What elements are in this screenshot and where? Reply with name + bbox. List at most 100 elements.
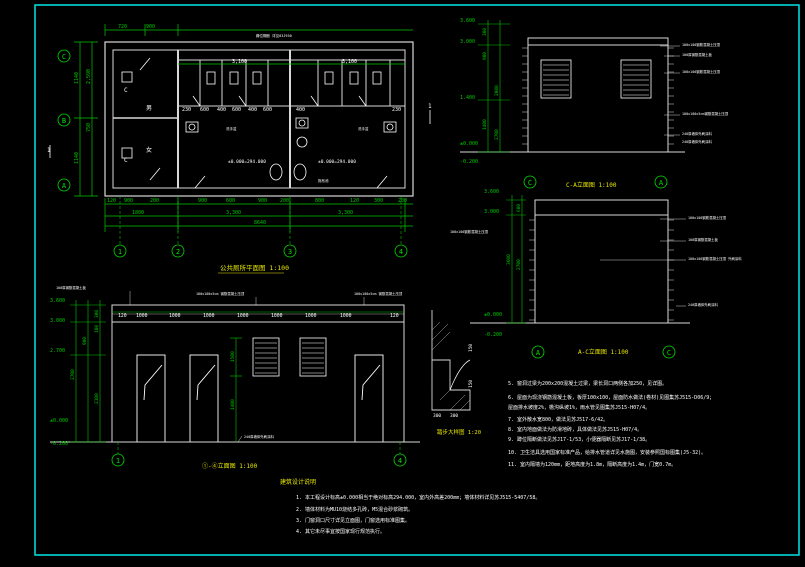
e14-callout-3: 100x100x5cm 钢筋混凝土压顶 — [354, 291, 403, 296]
ac-level-2: 3.000 — [484, 209, 499, 215]
e14-axis-4: 4 — [398, 457, 402, 465]
ca-callout-2: 100厚钢筋混凝土板 — [682, 52, 712, 57]
bottom-small-5: 600 — [226, 198, 235, 204]
note-9: 9. 蹲位隔断做法见苏J17-1/53，小便器隔断见苏J17-1/38。 — [508, 436, 650, 443]
ac-callout-5: 240厚墙体外刷涂料 — [688, 302, 718, 307]
plan-inner-dims: 230 600 400 600 400 600 400 230 — [182, 107, 401, 113]
note-6: 6. 屋面为现浇钢筋混凝土板，板厚100x100，屋面防水做法(卷材)见图集苏J… — [508, 394, 714, 401]
stair-dim-4: 150 — [468, 380, 474, 388]
section-mark-lines — [49, 110, 431, 158]
squat-pan-icons — [206, 71, 382, 85]
stair-dims: 300 300 150 150 — [433, 344, 474, 419]
elev-ac-parapet — [534, 199, 669, 216]
design-note-3: 3. 门窗洞口尺寸详见立面图，门窗选用标准图集。 — [296, 517, 410, 524]
plan-axis-4: 4 — [399, 248, 403, 256]
elev-ac-axes: A C — [536, 349, 671, 357]
elevation-1-4: 120 1000 1000 1000 1000 1000 1000 1000 1… — [50, 285, 420, 470]
e14-top-dim-9: 120 — [390, 313, 399, 319]
elev-14-axes: 1 4 — [116, 457, 402, 465]
ca-callout-3: 100x100钢筋混凝土压顶 — [682, 69, 721, 74]
elev-14-leaders — [129, 291, 365, 443]
room-label-c1: C — [124, 87, 128, 94]
e14-level-1: 3.600 — [50, 298, 65, 304]
plan-total-dim-4: 8640 — [254, 220, 266, 226]
stair-outline — [431, 310, 471, 411]
e14-level-2: 3.000 — [50, 318, 65, 324]
louvre-slats-ca — [543, 64, 649, 96]
bottom-small-1: 120 — [107, 198, 116, 204]
room-label-c2: C — [124, 157, 128, 164]
callout-stall-partition: 蹲位隔断 详见03J930 — [256, 33, 292, 38]
ca-axis-a: A — [659, 179, 664, 187]
inner-dim-7: 400 — [296, 107, 305, 113]
elev-ac-levels: 3.600 3.000 ±0.000 -0.200 — [484, 189, 502, 338]
e14-callout-4: 240厚墙体外刷涂料 — [244, 434, 274, 439]
ca-level-5: -0.200 — [460, 159, 478, 165]
ca-vdim-4: 1400 — [482, 119, 488, 130]
bottom-small-3: 200 — [150, 198, 159, 204]
design-note-2: 2. 墙体材料为MU10烧结多孔砖，M5混合砂浆砌筑。 — [296, 506, 413, 513]
ac-callout-2: 100x100钢筋混凝土压顶 — [688, 215, 727, 220]
e14-vdim-6: 100 — [94, 325, 100, 333]
inner-dim-5: 400 — [248, 107, 257, 113]
e14-vdim-2: 900 — [82, 337, 88, 345]
louvre-window-left — [540, 59, 572, 99]
inner-dim-4: 600 — [232, 107, 241, 113]
bottom-small-6: 900 — [258, 198, 267, 204]
e14-top-dim-3: 1000 — [169, 313, 181, 319]
section-mark-right: 1 — [428, 103, 432, 110]
ac-vdim-2: 2700 — [516, 259, 522, 270]
ac-level-4: -0.200 — [484, 332, 502, 338]
stair-curve — [449, 359, 471, 391]
callout-washbasin-right: 洗手盆 — [358, 126, 369, 131]
elevation-a-c: 3.600 3.000 ±0.000 -0.200 600 2700 3600 … — [450, 189, 742, 359]
note-8: 8. 室内地面做法为防滑地砖，具体做法见苏J515-H07/4。 — [508, 426, 642, 433]
ac-callout-3: 100厚钢筋混凝土板 — [688, 237, 718, 242]
elev-ac-leaders — [600, 218, 686, 307]
plan-axis-1: 1 — [118, 248, 122, 256]
e14-callout-1: 100厚钢筋混凝土板 — [56, 285, 86, 290]
ca-vdim-3: 2000 — [494, 85, 500, 96]
elev-ca-leaders — [660, 45, 680, 136]
plan-level-left: ±0.000=294.000 — [228, 159, 266, 165]
e14-top-dim-7: 1000 — [305, 313, 317, 319]
bottom-small-10: 300 — [374, 198, 383, 204]
room-label-men: 男 — [146, 105, 152, 112]
plan-left-dim-1: 1140 — [74, 72, 80, 84]
note-11: 11. 室内隔墙为120mm，距地高度为1.8m，隔断高度为1.4m，门宽0.7… — [508, 461, 676, 468]
plan-total-dim-1: 1800 — [132, 210, 144, 216]
ca-callout-4: 100x100x5cm钢筋混凝土压顶 — [682, 111, 729, 116]
elev-ac-title: A-C立面图 1:100 — [578, 348, 629, 356]
elev-14-dim-lines — [70, 300, 242, 443]
stair-dim-3: 150 — [468, 344, 474, 352]
ca-callout-5: 240厚墙体外刷涂料 — [682, 131, 712, 136]
plan-axis-b: B — [62, 117, 66, 125]
elev-ca-parapet — [527, 37, 669, 46]
plan-bottom-small-dims: 120 900 200 900 600 900 200 800 120 300 … — [107, 198, 407, 204]
elev-14-axis-lines — [117, 442, 401, 454]
e14-top-dim-2: 1000 — [136, 313, 148, 319]
ca-level-1: 3.600 — [460, 18, 475, 24]
elev-14-louvre-right — [299, 337, 327, 377]
elev-14-top-dims: 120 1000 1000 1000 1000 1000 1000 1000 1… — [118, 313, 399, 319]
bottom-small-9: 120 — [350, 198, 359, 204]
plan-top-dim-1: 720 — [118, 24, 127, 30]
plan-left-dim-4: 2,590 — [86, 69, 92, 84]
inner-dim-6: 600 — [263, 107, 272, 113]
plan-axis-2: 2 — [176, 248, 180, 256]
ca-callout-6: 240厚墙体外刷涂料 — [682, 139, 712, 144]
e14-vdim-5: 1400 — [230, 399, 236, 410]
ac-vdim-3: 3600 — [506, 254, 512, 265]
stair-dim-1: 300 — [433, 413, 441, 419]
plan-top-dim-2: 900 — [146, 24, 155, 30]
ac-axis-a: A — [536, 349, 541, 357]
note-7: 7. 室外散水宽800，做法见苏J517-6/42。 — [508, 416, 608, 423]
stair-title: 踏步大样图 1:20 — [437, 428, 481, 436]
plan-top-dim-lines — [104, 24, 413, 65]
note-5: 5. 窗洞过梁为200x200混凝土过梁，梁长洞口两侧各加250，见详图。 — [508, 380, 667, 387]
elev-ac-callouts: 100x100钢筋混凝土压顶 100x100钢筋混凝土压顶 100厚钢筋混凝土板… — [450, 215, 742, 307]
plan-top-dim-3: 3,100 — [232, 59, 247, 65]
e14-top-dim-5: 1000 — [237, 313, 249, 319]
elev-ca-vdims: 300 900 2000 1400 2700 — [482, 28, 500, 140]
elev-14-callouts: 100厚钢筋混凝土板 100x100x5cm 钢筋混凝土压顶 100x100x5… — [56, 285, 403, 439]
